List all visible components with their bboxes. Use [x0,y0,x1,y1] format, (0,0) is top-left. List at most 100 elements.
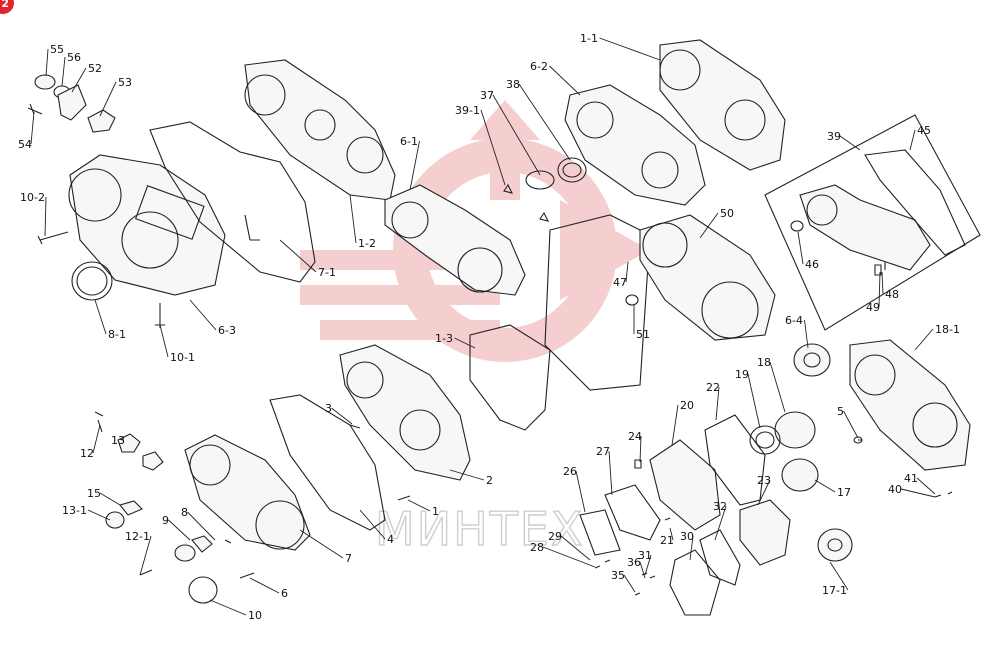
part-small-37-38-39 [503,157,587,222]
leader-line-9 [168,519,191,541]
leader-line-10 [209,599,247,616]
callout-29: 29 [548,530,562,543]
leader-line-45 [909,129,916,151]
leader-line-39 [839,135,861,151]
callout-55: 55 [50,43,64,56]
callout-39-1: 39-1 [455,104,480,117]
part-gasket-7 [269,394,386,531]
callout-54: 54 [18,138,32,151]
leader-line-17 [814,479,836,493]
part-inset-45-49 [764,114,981,331]
leader-line-56 [61,56,66,87]
part-lower-left-fittings [94,411,411,604]
callout-19: 19 [735,368,749,381]
callout-36: 36 [627,556,641,569]
leader-line-47 [625,261,629,283]
callout-30: 30 [680,530,694,543]
callout-1-1: 1-1 [580,32,598,45]
leader-line-20 [671,404,679,446]
part-cover-6-4 [625,214,776,341]
part-bolts-10 [37,231,165,328]
callout-3: 3 [325,402,332,415]
part-gears-17-18-19 [749,411,853,562]
leader-line-55 [45,48,49,77]
leader-line-8 [187,511,216,541]
callout-41: 41 [904,472,918,485]
leader-line-1 [407,499,431,512]
callout-22: 22 [706,381,720,394]
leader-line-1-2 [349,194,357,244]
callout-39: 39 [827,130,841,143]
part-cover-1-2 [244,59,396,201]
leader-line-22 [715,386,720,421]
callout-50: 50 [720,207,734,220]
callout-52: 52 [88,62,102,75]
leader-line-23 [757,479,771,506]
leader-line-53 [99,81,117,117]
leader-line-48 [881,271,884,295]
callout-12-1: 12-1 [125,530,150,543]
leader-line-40 [900,488,936,498]
callout-17-1: 17-1 [822,584,847,597]
leader-line-31 [644,554,652,576]
leader-line-5 [843,410,859,439]
leader-line-32 [714,505,727,541]
callout-6-4: 6-4 [785,314,803,327]
leader-line-24 [639,435,642,463]
callout-labels: 555652535410-28-110-16-37-11-21-16-26-13… [18,32,960,622]
callout-27: 27 [596,445,610,458]
leader-line-6-2 [549,65,581,96]
callout-7-1: 7-1 [318,266,336,279]
callout-53: 53 [118,76,132,89]
callout-15: 15 [87,487,101,500]
callout-8-1: 8-1 [108,328,126,341]
part-oil-pump-covers [579,414,953,616]
callout-23: 23 [757,474,771,487]
leader-line-6 [249,577,280,594]
callout-6-1: 6-1 [400,135,418,148]
leader-line-7-1 [279,239,317,273]
leader-line-36 [639,561,646,579]
callout-10-2: 10-2 [20,191,45,204]
part-cover-1-1 [659,39,786,171]
callout-21: 21 [660,534,674,547]
callout-45: 45 [917,124,931,137]
callout-46: 46 [805,258,819,271]
leader-line-41 [916,477,936,495]
callout-51: 51 [636,328,650,341]
part-front-cover-6-3 [68,154,226,296]
callout-24: 24 [628,430,642,443]
leader-line-18 [769,361,786,413]
leader-line-30 [689,535,694,561]
leader-line-19 [747,373,761,429]
leader-line-15 [99,492,121,506]
leader-line-3 [331,407,353,425]
leader-line-6-4 [804,319,809,349]
callout-5: 5 [837,405,844,418]
callout-48: 48 [885,288,899,301]
callout-47: 47 [613,276,627,289]
leader-line-46 [797,231,804,265]
leader-line-54 [30,111,35,145]
callout-17: 17 [837,486,851,499]
leader-line-21 [669,527,674,541]
leader-line-52 [71,67,87,93]
callout-2: 2 [486,474,493,487]
callout-49: 49 [866,301,880,314]
leader-line-12-1 [139,535,152,576]
leader-line-1-3 [454,337,476,349]
leader-line-18-1 [914,328,934,351]
part-plate-3 [469,324,551,431]
callout-6: 6 [281,587,288,600]
part-cover-1 [339,344,471,481]
callout-28: 28 [530,541,544,554]
leader-line-50 [699,212,719,239]
leader-line-26 [575,470,586,513]
leader-line-1-1 [599,37,661,61]
leader-line-49 [878,271,881,308]
leader-line-6-3 [189,299,217,331]
part-cover-6-1 [384,184,526,296]
leader-line-37 [492,94,541,176]
